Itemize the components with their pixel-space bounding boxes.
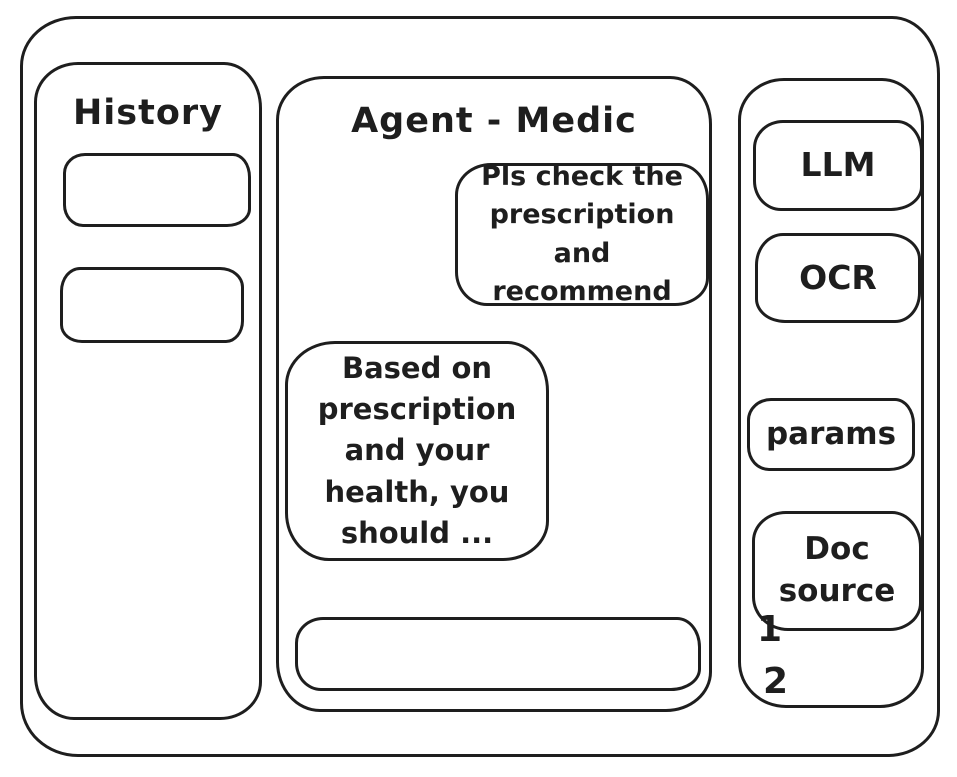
params-button[interactable]: params bbox=[747, 398, 915, 471]
history-title: History bbox=[73, 93, 223, 133]
chat-panel: Agent - Medic Pls check the prescription… bbox=[276, 76, 712, 712]
user-message-text: Pls check the prescription and recommend bbox=[481, 160, 683, 307]
history-sidebar: History bbox=[34, 62, 262, 720]
params-button-label: params bbox=[765, 415, 897, 452]
history-item[interactable] bbox=[63, 153, 251, 227]
doc-source-button-label: Doc source bbox=[778, 531, 896, 609]
assistant-message-text: Based on prescription and your health, y… bbox=[317, 351, 517, 550]
ocr-button-label: OCR bbox=[799, 257, 877, 297]
tools-sidebar: LLM OCR params Doc source 1 2 bbox=[738, 78, 924, 708]
user-message-bubble: Pls check the prescription and recommend bbox=[455, 161, 709, 307]
assistant-message-bubble: Based on prescription and your health, y… bbox=[285, 341, 549, 561]
llm-button[interactable]: LLM bbox=[753, 120, 923, 211]
message-input[interactable] bbox=[295, 617, 701, 691]
doc-source-button[interactable]: Doc source bbox=[752, 511, 922, 631]
doc-source-item-1: 1 bbox=[757, 609, 783, 650]
ocr-button[interactable]: OCR bbox=[755, 233, 921, 323]
chat-title: Agent - Medic bbox=[351, 101, 637, 141]
history-item[interactable] bbox=[60, 267, 244, 343]
llm-button-label: LLM bbox=[800, 145, 876, 185]
doc-source-item-2: 2 bbox=[763, 661, 789, 702]
